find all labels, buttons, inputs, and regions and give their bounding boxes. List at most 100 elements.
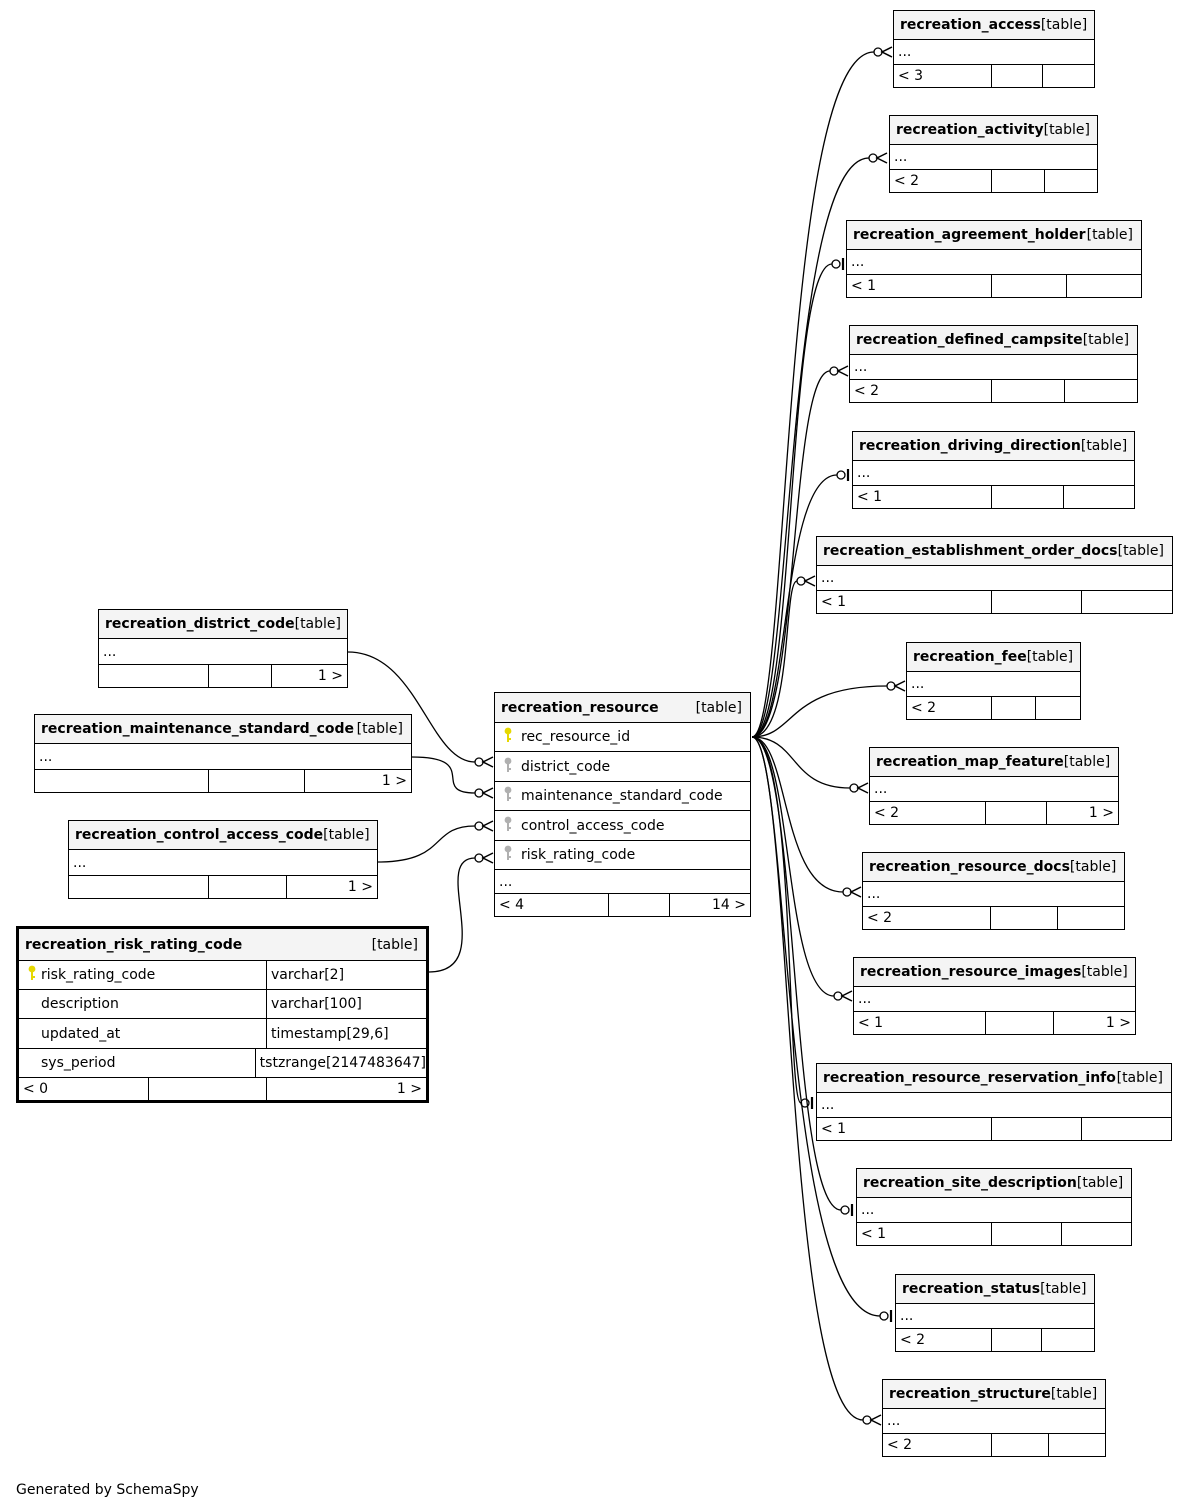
children-count: < 2 bbox=[896, 1329, 992, 1351]
children-count: < 1 bbox=[817, 591, 992, 613]
relationship-line bbox=[751, 736, 844, 893]
table-recreation-resource-reservation-info[interactable]: recreation_resource_reservation_info[tab… bbox=[816, 1063, 1172, 1141]
table-recreation-status[interactable]: recreation_status[table]...< 2 bbox=[895, 1274, 1095, 1352]
table-recreation-site-description[interactable]: recreation_site_description[table]...< 1 bbox=[856, 1168, 1132, 1246]
children-count: < 1 bbox=[853, 486, 992, 508]
ellipsis-row: ... bbox=[854, 987, 1135, 1012]
children-count: < 0 bbox=[19, 1078, 149, 1100]
column-count bbox=[991, 907, 1058, 929]
table-name: recreation_establishment_order_docs bbox=[823, 543, 1118, 559]
children-count: < 2 bbox=[850, 380, 992, 402]
table-kind: [table] bbox=[1050, 1386, 1098, 1402]
table-kind: [table] bbox=[1043, 122, 1090, 138]
generated-by-label: Generated by SchemaSpy bbox=[16, 1482, 199, 1498]
children-count: < 2 bbox=[883, 1434, 992, 1456]
table-name: recreation_driving_direction bbox=[859, 438, 1081, 454]
column-count bbox=[209, 876, 287, 898]
table-kind: [table] bbox=[1086, 227, 1133, 243]
primary-key-icon bbox=[23, 965, 41, 985]
column-name: updated_at bbox=[41, 1025, 121, 1042]
table-kind: [table] bbox=[1080, 438, 1128, 454]
parents-count bbox=[1036, 697, 1080, 719]
crowfoot-marker bbox=[875, 152, 888, 164]
parents-count bbox=[1067, 275, 1141, 297]
table-header: recreation_maintenance_standard_code[tab… bbox=[35, 715, 411, 744]
ellipsis-row: ... bbox=[69, 850, 377, 876]
column-count bbox=[992, 65, 1043, 87]
table-recreation-district-code[interactable]: recreation_district_code[table] ... 1 > bbox=[98, 609, 348, 688]
table-header: recreation_fee[table] bbox=[907, 643, 1080, 672]
table-kind: [table] bbox=[1081, 964, 1128, 980]
table-header: recreation_risk_rating_code[table] bbox=[19, 929, 426, 961]
parents-count: 14 > bbox=[712, 897, 746, 913]
column-type: varchar[2] bbox=[271, 967, 345, 983]
table-name: recreation_resource_reservation_info bbox=[823, 1070, 1116, 1086]
table-header: recreation_resource_images[table] bbox=[854, 958, 1135, 987]
parents-count bbox=[1082, 591, 1172, 613]
column-type: timestamp[29,6] bbox=[271, 1025, 389, 1042]
relationship-line bbox=[751, 263, 833, 738]
column-name: sys_period bbox=[41, 1055, 116, 1071]
table-header: recreation_defined_campsite[table] bbox=[850, 326, 1137, 355]
children-count: < 1 bbox=[857, 1223, 992, 1245]
table-recreation-activity[interactable]: recreation_activity[table]...< 2 bbox=[889, 115, 1098, 193]
table-recreation-risk-rating-code[interactable]: recreation_risk_rating_code[table] risk_… bbox=[16, 926, 429, 1103]
table-recreation-agreement-holder[interactable]: recreation_agreement_holder[table]...< 1 bbox=[846, 220, 1142, 298]
crowfoot-marker bbox=[840, 990, 853, 1002]
table-kind: [table] bbox=[294, 616, 341, 632]
table-recreation-defined-campsite[interactable]: recreation_defined_campsite[table]...< 2 bbox=[849, 325, 1138, 403]
table-recreation-structure[interactable]: recreation_structure[table]...< 2 bbox=[882, 1379, 1106, 1457]
ellipsis-row: ... bbox=[847, 250, 1141, 275]
table-recreation-fee[interactable]: recreation_fee[table]...< 2 bbox=[906, 642, 1081, 720]
column-count bbox=[209, 665, 272, 687]
column-count bbox=[986, 802, 1047, 824]
ellipsis-row: ... bbox=[99, 639, 347, 665]
ellipsis-row: ... bbox=[850, 355, 1137, 380]
table-recreation-resource[interactable]: recreation_resource[table] rec_resource_… bbox=[494, 692, 751, 917]
relationship-line bbox=[751, 736, 835, 997]
table-header: recreation_resource[table] bbox=[495, 693, 750, 723]
crowfoot-marker bbox=[481, 756, 494, 768]
ellipsis-row: ... bbox=[883, 1409, 1105, 1434]
table-kind: [table] bbox=[695, 699, 742, 716]
ellipsis-row: ... bbox=[890, 145, 1097, 170]
table-recreation-resource-docs[interactable]: recreation_resource_docs[table]...< 2 bbox=[862, 852, 1125, 930]
column-count bbox=[992, 275, 1067, 297]
relationship-line bbox=[347, 651, 476, 763]
relationship-line bbox=[751, 736, 842, 1211]
ellipsis-row: ... bbox=[35, 744, 411, 770]
table-header: recreation_site_description[table] bbox=[857, 1169, 1131, 1198]
table-recreation-driving-direction[interactable]: recreation_driving_direction[table]...< … bbox=[852, 431, 1135, 509]
relationship-line bbox=[377, 825, 476, 863]
children-count bbox=[99, 665, 209, 687]
parents-count bbox=[1062, 1223, 1131, 1245]
table-header: recreation_driving_direction[table] bbox=[853, 432, 1134, 461]
table-recreation-maintenance-standard-code[interactable]: recreation_maintenance_standard_code[tab… bbox=[34, 714, 412, 793]
table-kind: [table] bbox=[356, 721, 403, 737]
parents-count: 1 > bbox=[1088, 805, 1114, 821]
column-count bbox=[209, 770, 305, 792]
optional-marker bbox=[879, 1311, 889, 1321]
table-kind: [table] bbox=[1117, 543, 1164, 559]
parents-count bbox=[1042, 1329, 1094, 1351]
optional-marker bbox=[831, 259, 841, 269]
column-count bbox=[992, 591, 1082, 613]
relationship-line bbox=[411, 756, 476, 794]
ellipsis-row: ... bbox=[817, 566, 1172, 591]
crowfoot-marker bbox=[481, 852, 494, 864]
table-header: recreation_control_access_code[table] bbox=[69, 821, 377, 850]
table-name: recreation_status bbox=[902, 1281, 1041, 1297]
table-recreation-establishment-order-docs[interactable]: recreation_establishment_order_docs[tabl… bbox=[816, 536, 1173, 614]
table-recreation-access[interactable]: recreation_access[table]...< 3 bbox=[893, 10, 1095, 88]
foreign-key-icon bbox=[499, 757, 517, 777]
table-header: recreation_status[table] bbox=[896, 1275, 1094, 1304]
relationship-line bbox=[751, 736, 864, 1421]
column-count bbox=[149, 1078, 267, 1100]
table-recreation-control-access-code[interactable]: recreation_control_access_code[table] ..… bbox=[68, 820, 378, 899]
column-row: updated_at timestamp[29,6] bbox=[19, 1019, 426, 1049]
table-kind: [table] bbox=[1116, 1070, 1163, 1086]
